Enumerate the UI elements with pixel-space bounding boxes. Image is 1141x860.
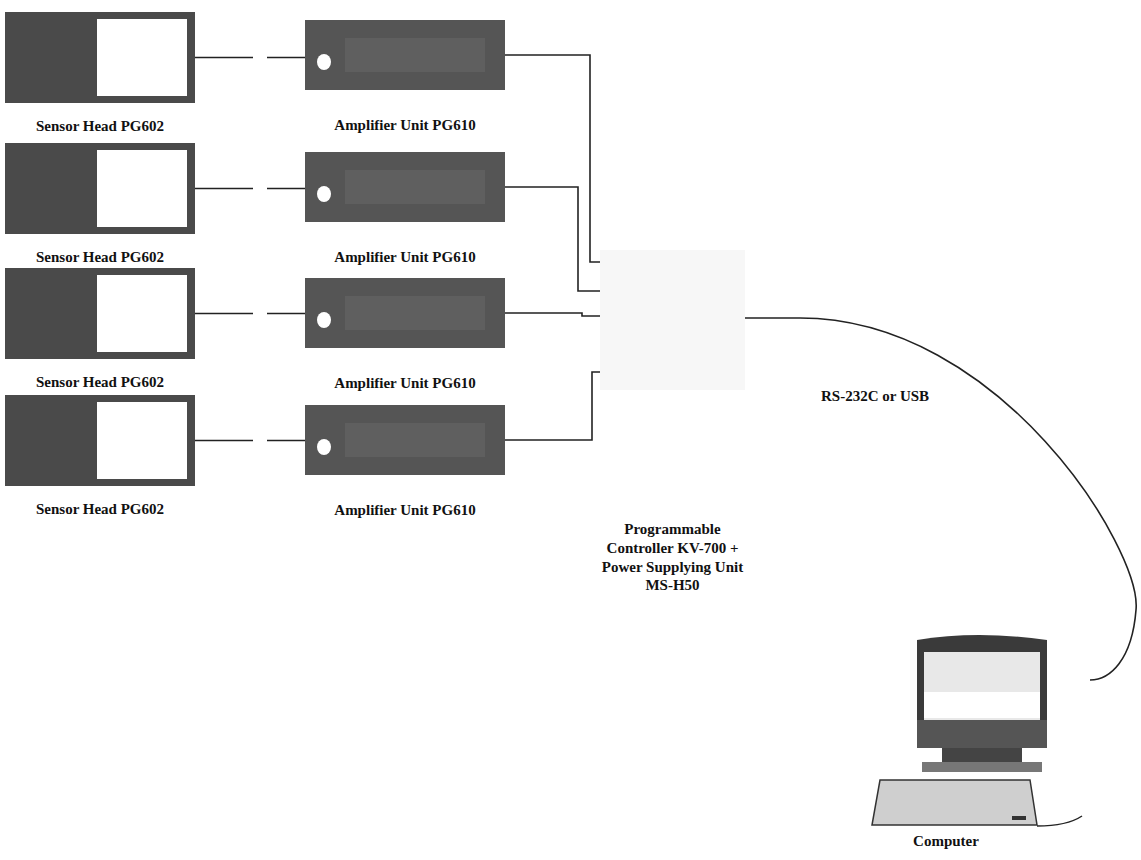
cable [745, 318, 1136, 680]
cable [195, 57, 305, 59]
amplifier-unit-drawing [305, 20, 505, 90]
cable [195, 440, 305, 442]
device-label: Computer [832, 832, 1060, 851]
amplifier-unit: Amplifier Unit PG610 [305, 278, 505, 395]
controller: Programmable Controller KV-700 + Power S… [600, 250, 745, 597]
amplifier-unit-drawing [305, 278, 505, 348]
device-label: Amplifier Unit PG610 [305, 374, 505, 393]
sensor-head-drawing [5, 12, 195, 103]
amplifier-unit: Amplifier Unit PG610 [305, 152, 505, 269]
amplifier-unit-drawing [305, 405, 505, 475]
sensor-head-drawing [5, 395, 195, 486]
sensor-head-drawing [5, 268, 195, 359]
computer: Computer [862, 630, 1090, 853]
controller-drawing [600, 250, 745, 520]
sensor-head: Sensor Head PG602 [5, 143, 195, 269]
amplifier-unit: Amplifier Unit PG610 [305, 405, 505, 522]
amplifier-unit-drawing [305, 152, 505, 222]
device-label: Amplifier Unit PG610 [305, 248, 505, 267]
computer-drawing [862, 630, 1090, 828]
device-label: Sensor Head PG602 [5, 373, 195, 392]
sensor-head: Sensor Head PG602 [5, 12, 195, 138]
amplifier-unit: Amplifier Unit PG610 [305, 20, 505, 137]
sensor-head: Sensor Head PG602 [5, 268, 195, 394]
device-label: Sensor Head PG602 [5, 248, 195, 267]
cable [195, 313, 305, 315]
cable [505, 187, 600, 291]
cable [505, 55, 600, 262]
sensor-head: Sensor Head PG602 [5, 395, 195, 521]
sensor-head-drawing [5, 143, 195, 234]
cable-label: RS-232C or USB [818, 388, 932, 405]
device-label: Programmable Controller KV-700 + Power S… [600, 520, 745, 595]
cable [505, 313, 600, 316]
device-label: Amplifier Unit PG610 [305, 501, 505, 520]
cable [195, 188, 305, 190]
device-label: Sensor Head PG602 [5, 117, 195, 136]
device-label: Amplifier Unit PG610 [305, 116, 505, 135]
device-label: Sensor Head PG602 [5, 500, 195, 519]
cable [505, 372, 600, 440]
